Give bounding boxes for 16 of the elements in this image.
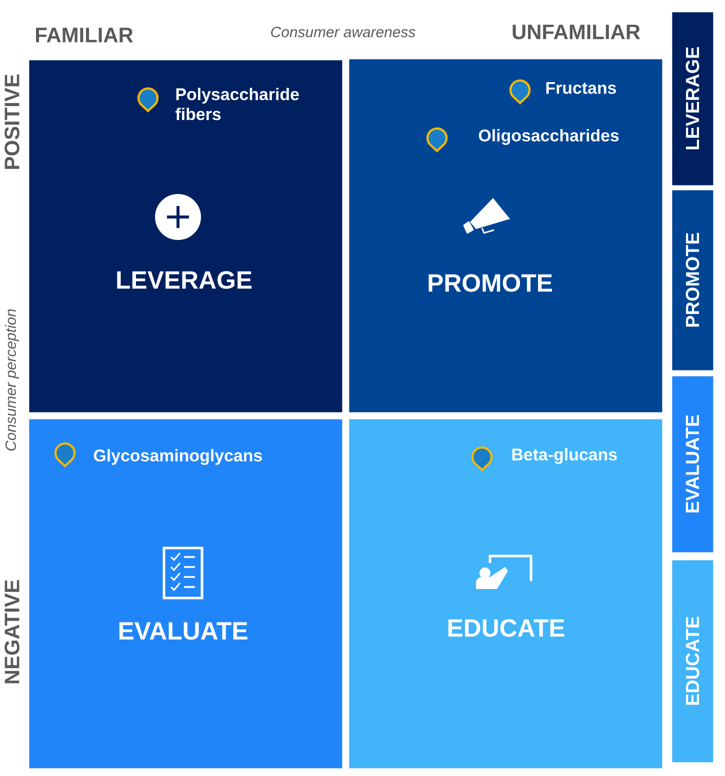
axis-title: Consumer awareness — [271, 26, 416, 38]
side-bar: PROMOTE — [672, 190, 714, 370]
side-bar: EVALUATE — [672, 376, 714, 552]
quadrant-title: PROMOTE — [428, 274, 552, 292]
item-label: Glycosaminoglycans — [94, 449, 262, 465]
quadrant-title: EVALUATE — [119, 622, 248, 640]
item-label: Polysaccharide fibers — [176, 88, 299, 120]
item-label: Beta-glucans — [512, 448, 617, 464]
side-bar: LEVERAGE — [672, 12, 714, 186]
axis-label: UNFAMILIAR — [512, 24, 640, 40]
item-label: Oligosaccharides — [478, 129, 619, 145]
axis-title: Consumer perception — [5, 309, 19, 451]
item-label: Fructans — [546, 82, 616, 94]
quadrant-title: LEVERAGE — [117, 271, 252, 289]
quadrant-title: EDUCATE — [448, 619, 564, 637]
side-bar: EDUCATE — [672, 560, 714, 762]
